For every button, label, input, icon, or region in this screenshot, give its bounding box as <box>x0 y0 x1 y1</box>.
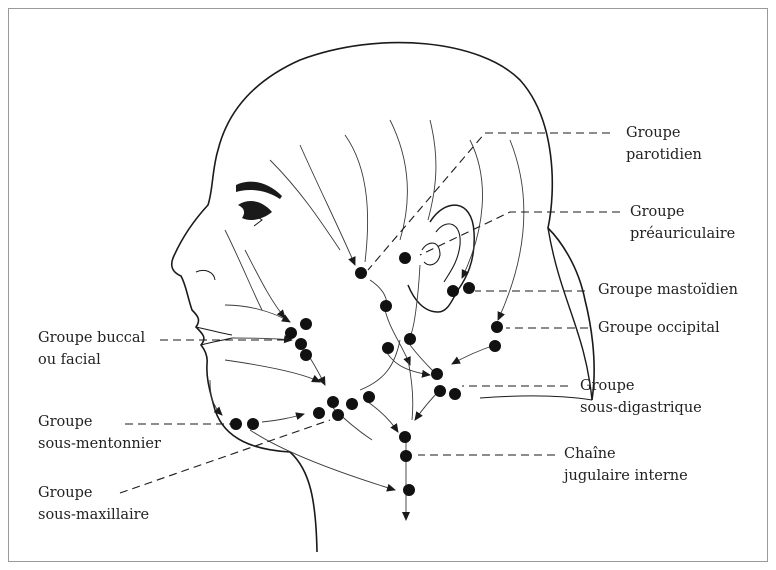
label-jugulaire-line1: Chaîne <box>564 443 688 465</box>
eyebrow <box>236 182 282 199</box>
label-sous-maxillaire-line2: sous-maxillaire <box>38 504 149 526</box>
neck-back-line <box>480 396 592 400</box>
mouth-line <box>196 327 232 345</box>
label-sous-mentonnier-line2: sous-mentonnier <box>38 433 161 455</box>
nodes-occipital <box>489 321 503 352</box>
head-outline <box>172 43 594 552</box>
label-jugulaire: Chaîne jugulaire interne <box>564 443 688 487</box>
nose-line <box>196 270 215 280</box>
label-parotidien-line1: Groupe <box>626 122 702 144</box>
label-preauriculaire-line2: préauriculaire <box>630 223 735 245</box>
label-sous-maxillaire: Groupe sous-maxillaire <box>38 482 149 526</box>
label-sous-digastrique: Groupe sous-digastrique <box>580 375 702 419</box>
label-jugulaire-line2: jugulaire interne <box>564 465 688 487</box>
eye <box>238 201 272 220</box>
label-buccal-line2: ou facial <box>38 349 145 371</box>
label-preauriculaire-line1: Groupe <box>630 201 735 223</box>
nodes-sous-mentonnier <box>230 418 259 430</box>
label-buccal-line1: Groupe buccal <box>38 327 145 349</box>
label-sous-maxillaire-line1: Groupe <box>38 482 149 504</box>
label-preauriculaire: Groupe préauriculaire <box>630 201 735 245</box>
nodes-preauriculaire <box>399 252 411 264</box>
nodes-sous-maxillaire <box>313 391 375 421</box>
label-parotidien-line2: parotidien <box>626 144 702 166</box>
label-occipital: Groupe occipital <box>598 317 720 339</box>
label-buccal: Groupe buccal ou facial <box>38 327 145 371</box>
leader-parotidien <box>368 133 610 270</box>
leader-preauriculaire <box>420 212 620 255</box>
label-sous-mentonnier-line1: Groupe <box>38 411 161 433</box>
nodes-parotidien <box>355 267 416 354</box>
label-parotidien: Groupe parotidien <box>626 122 702 166</box>
nodes-jugulaire <box>399 431 415 496</box>
label-mastoidien: Groupe mastoïdien <box>598 279 738 301</box>
label-sous-mentonnier: Groupe sous-mentonnier <box>38 411 161 455</box>
label-sous-digastrique-line2: sous-digastrique <box>580 397 702 419</box>
label-sous-digastrique-line1: Groupe <box>580 375 702 397</box>
